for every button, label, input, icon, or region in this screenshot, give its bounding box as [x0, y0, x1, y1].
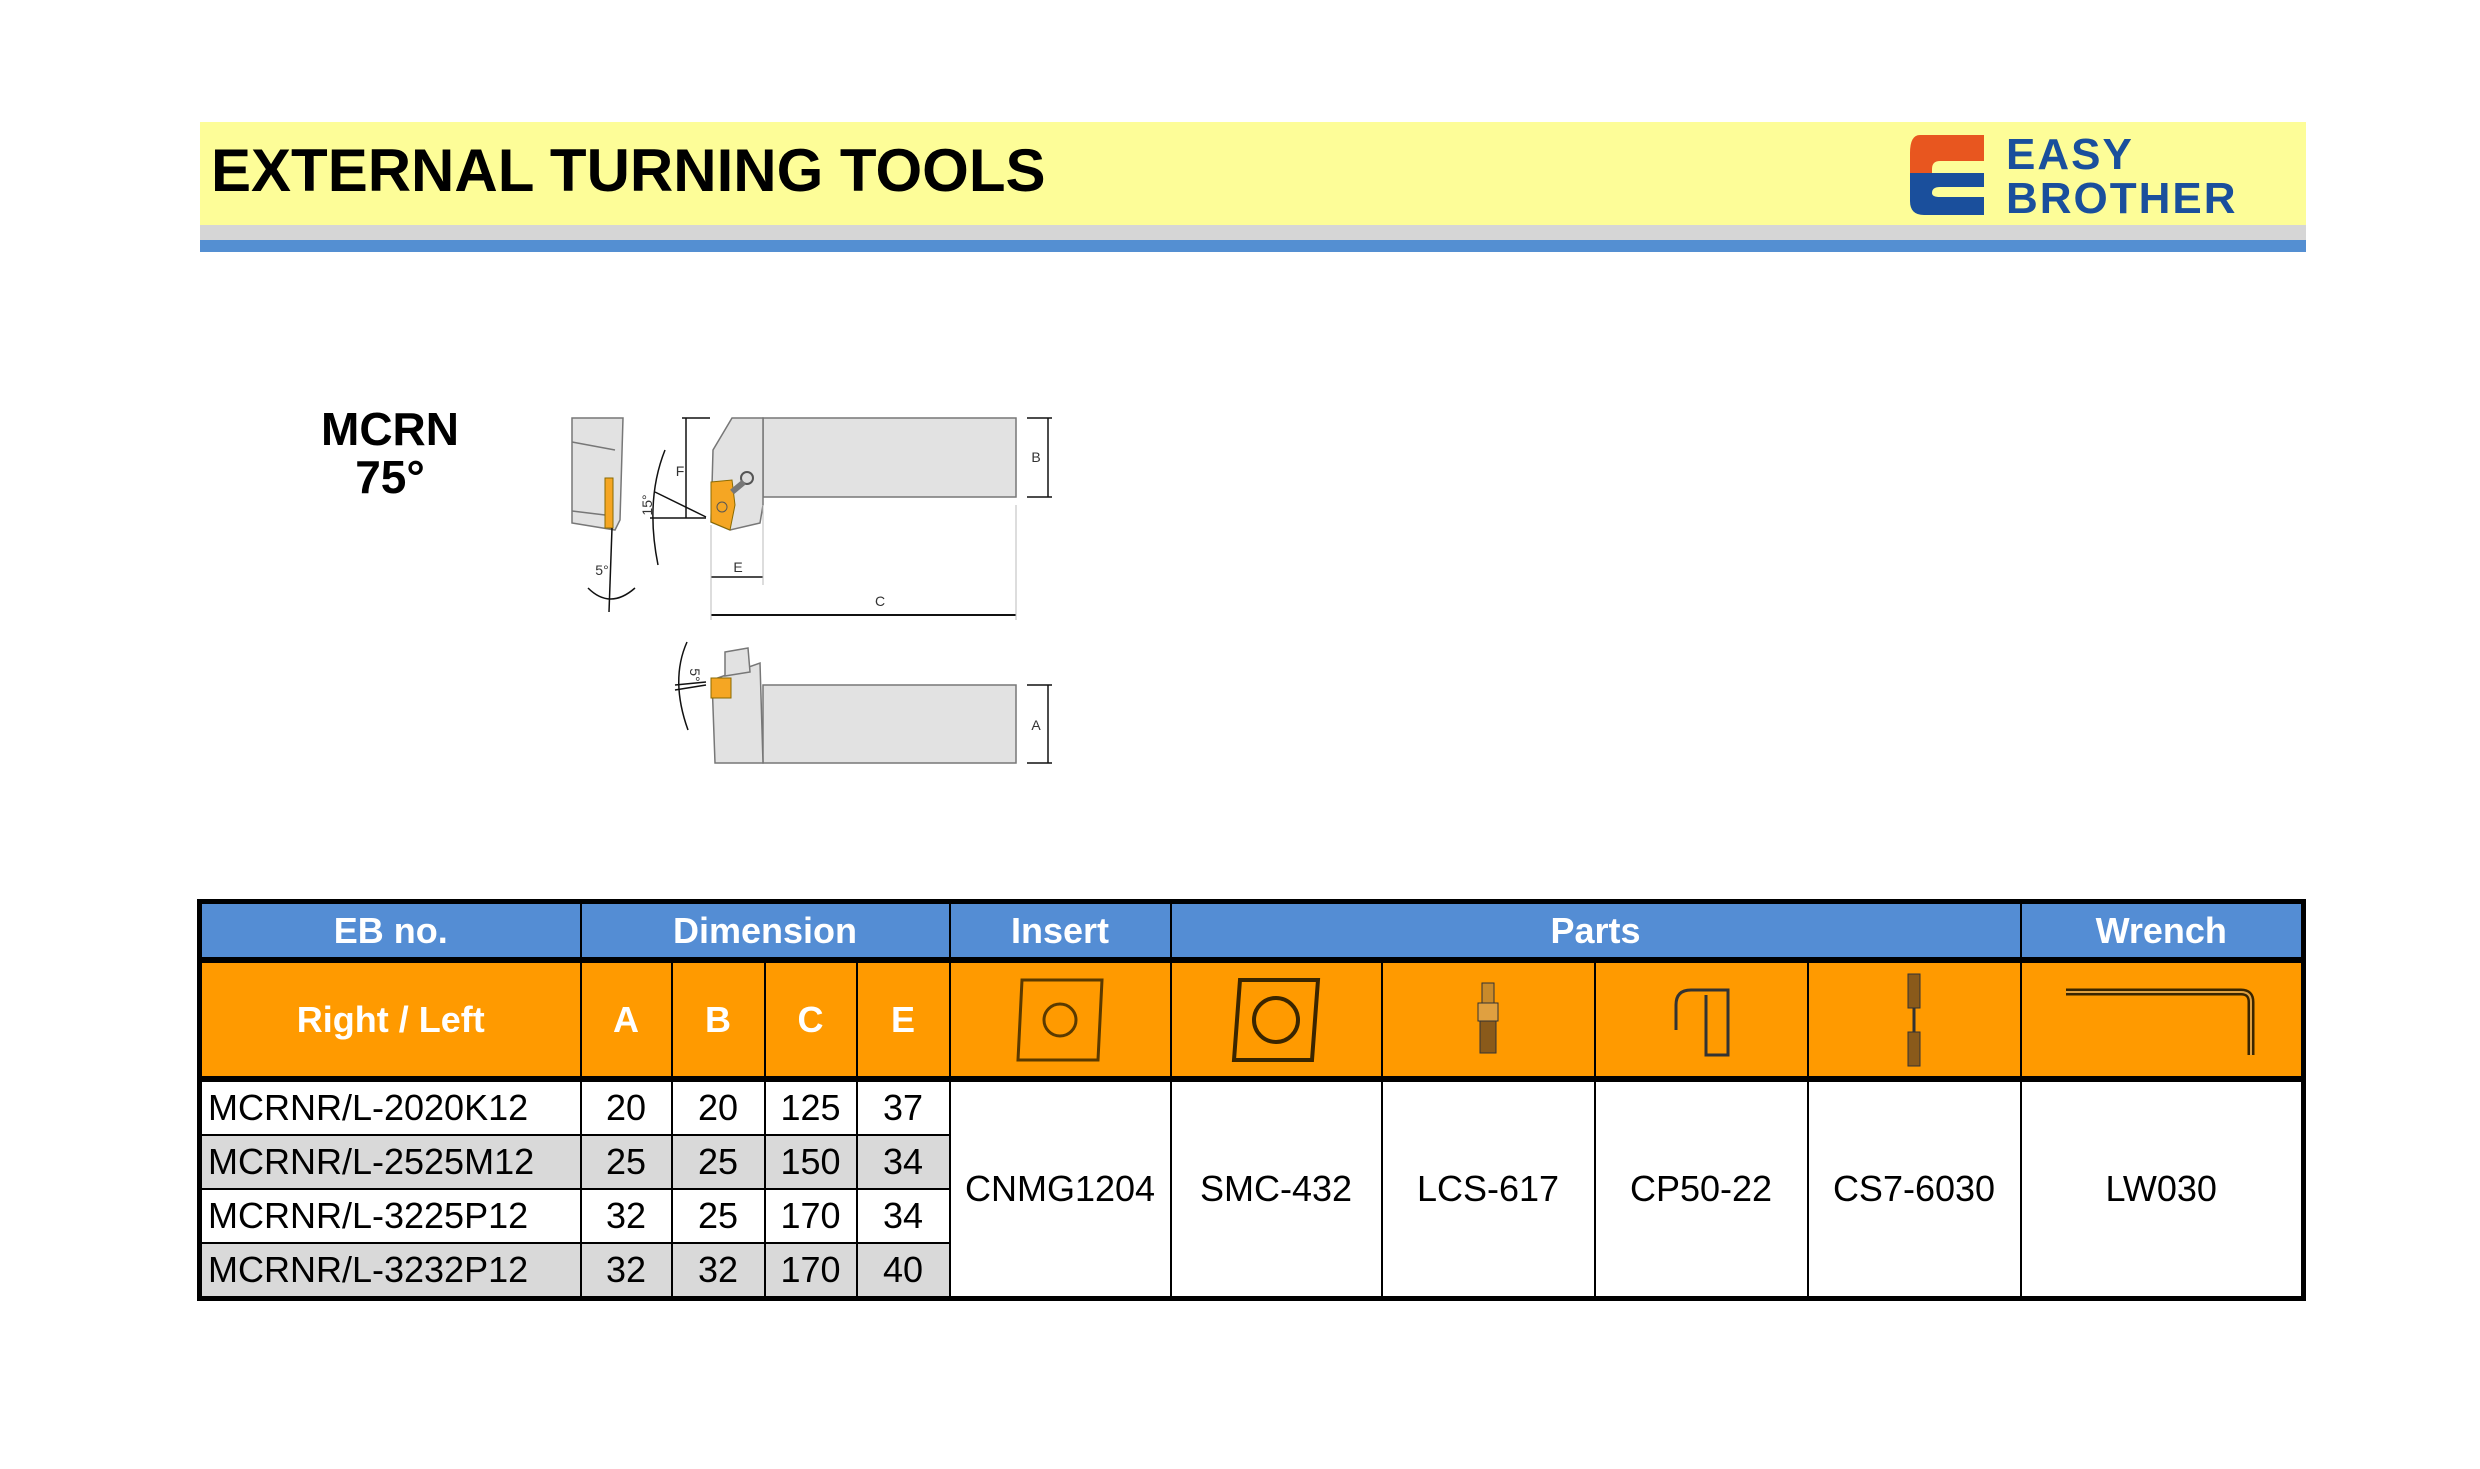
part-lock-screw: LCS-617 [1380, 1078, 1596, 1300]
model-number: MCRNR/L-2525M12 [198, 1134, 582, 1190]
angle-label-5-bottom: 5° [687, 668, 703, 681]
clamp-icon [1674, 988, 1730, 1056]
dim-a: 32 [579, 1242, 673, 1300]
insert-icon [1016, 978, 1104, 1061]
dim-e: 40 [855, 1242, 951, 1300]
model-number: MCRNR/L-2020K12 [198, 1078, 582, 1136]
angle-label-5-side: 5° [595, 562, 608, 578]
dim-c: 150 [763, 1134, 858, 1190]
dim-label-e: E [733, 559, 742, 575]
dim-a: 25 [579, 1134, 673, 1190]
spec-table: EB no. Dimension Insert Parts Wrench Rig… [197, 899, 2306, 1301]
dim-e: 34 [855, 1134, 951, 1190]
dim-e: 37 [855, 1078, 951, 1136]
dim-c: 170 [763, 1188, 858, 1244]
dim-e: 34 [855, 1188, 951, 1244]
model-number: MCRNR/L-3225P12 [198, 1188, 582, 1244]
part-shim: SMC-432 [1169, 1078, 1383, 1300]
header-divider-gray [200, 225, 2306, 240]
dim-label-a: A [1031, 717, 1041, 733]
model-label: MCRN 75° [300, 405, 480, 501]
model-angle: 75° [355, 451, 425, 503]
angle-label-15: 15° [639, 494, 655, 515]
wrench-value: LW030 [2019, 1078, 2305, 1300]
dim-a: 20 [579, 1078, 673, 1136]
sub-header-row: Right / Left A B C E [198, 959, 2305, 1082]
dim-c: 125 [763, 1078, 858, 1136]
dim-b: 20 [670, 1078, 766, 1136]
dim-b: 25 [670, 1134, 766, 1190]
shim-icon [1231, 977, 1321, 1062]
group-header-row: EB no. Dimension Insert Parts Wrench [198, 900, 2305, 963]
dim-label-c: C [875, 593, 885, 609]
dim-label-b: B [1031, 449, 1040, 465]
model-name: MCRN [321, 403, 459, 455]
header-e: E [855, 959, 951, 1082]
header-c: C [763, 959, 858, 1082]
header-right-left: Right / Left [198, 959, 582, 1082]
model-number: MCRNR/L-3232P12 [198, 1242, 582, 1300]
logo: EASY BROTHER [1906, 133, 2306, 221]
header-eb-no: EB no. [198, 900, 582, 963]
dim-label-f: F [676, 463, 685, 479]
table-row: MCRNR/L-3225P12 32 25 170 34 [198, 1188, 2304, 1244]
header-a: A [579, 959, 673, 1082]
header-wrench: Wrench [2019, 900, 2305, 963]
header-b: B [670, 959, 766, 1082]
table-row: MCRNR/L-2525M12 25 25 150 34 [198, 1134, 2304, 1190]
logo-text-brother: BROTHER [2006, 174, 2238, 223]
part-clamp: CP50-22 [1593, 1078, 1809, 1300]
dim-c: 170 [763, 1242, 858, 1300]
page-title: EXTERNAL TURNING TOOLS [211, 137, 1046, 204]
header-dimension: Dimension [579, 900, 951, 963]
lock-screw-icon [1477, 982, 1499, 1053]
logo-text-easy: EASY [2006, 130, 2134, 179]
header-divider-blue [200, 240, 2306, 252]
insert-value: CNMG1204 [948, 1078, 1172, 1300]
wrench-icon [2066, 988, 2255, 1055]
dim-a: 32 [579, 1188, 673, 1244]
screw-icon [1907, 973, 1921, 1066]
header-parts: Parts [1169, 900, 2022, 963]
table-row: MCRNR/L-3232P12 32 32 170 40 [198, 1242, 2304, 1300]
header-insert: Insert [948, 900, 1172, 963]
dim-b: 32 [670, 1242, 766, 1300]
tool-drawing: B C E F A 15° 5° 5° [571, 417, 1052, 764]
dim-b: 25 [670, 1188, 766, 1244]
logo-mark-icon [1910, 135, 1984, 215]
part-screw: CS7-6030 [1806, 1078, 2022, 1300]
table-row: MCRNR/L-2020K12 20 20 125 37 CNMG1204 SM… [198, 1078, 2305, 1300]
